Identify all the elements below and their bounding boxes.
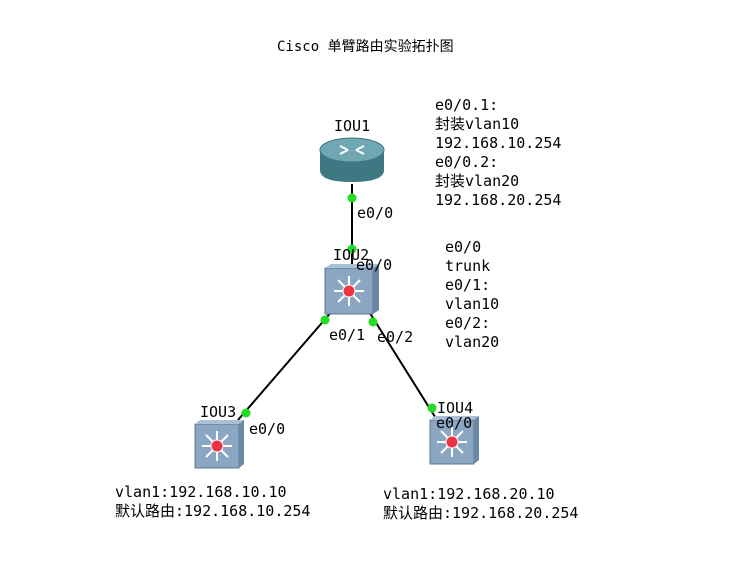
switch-icon[interactable] [324,264,379,315]
port-label: e0/0 [356,256,393,274]
note-line: 封装vlan20 [435,172,520,190]
switch-icon[interactable] [429,416,479,465]
port-dot [368,317,378,327]
note-line: e0/2: [445,314,491,332]
port-dot [427,403,437,413]
note-line: vlan20 [445,333,500,351]
diagram-title: Cisco 单臂路由实验拓扑图 [277,39,454,55]
note-line: 192.168.20.254 [435,191,562,209]
device-label-iou4: IOU4 [437,399,474,417]
note-line: 192.168.10.254 [435,134,562,152]
note-line: vlan1:192.168.10.10 [115,483,287,501]
note-line: e0/0 [445,238,482,256]
port-dot [241,408,251,418]
port-label: e0/0 [436,414,473,432]
note-line: e0/0.1: [435,96,499,114]
port-label: e0/2 [377,328,414,346]
note-line: 默认路由:192.168.10.254 [115,502,311,520]
router-icon[interactable] [319,137,385,182]
device-label-iou1: IOU1 [334,117,371,135]
note-line: trunk [445,257,491,275]
port-label: e0/0 [357,204,394,222]
note-line: vlan1:192.168.20.10 [383,485,555,503]
port-dot [320,315,330,325]
link-iou2-iou4 [367,309,438,421]
note-line: 封装vlan10 [435,115,520,133]
port-dot [347,193,357,203]
note-line: vlan10 [445,295,500,313]
port-label: e0/1 [329,326,366,344]
device-label-iou2: IOU2 [333,246,370,264]
switch-icon[interactable] [194,420,244,469]
note-line: 默认路由:192.168.20.254 [383,504,579,522]
port-dot [347,244,357,254]
device-label-iou3: IOU3 [200,403,237,421]
note-line: e0/0.2: [435,153,499,171]
link-iou2-iou3 [237,309,334,421]
port-label: e0/0 [249,420,286,438]
note-line: e0/1: [445,276,491,294]
